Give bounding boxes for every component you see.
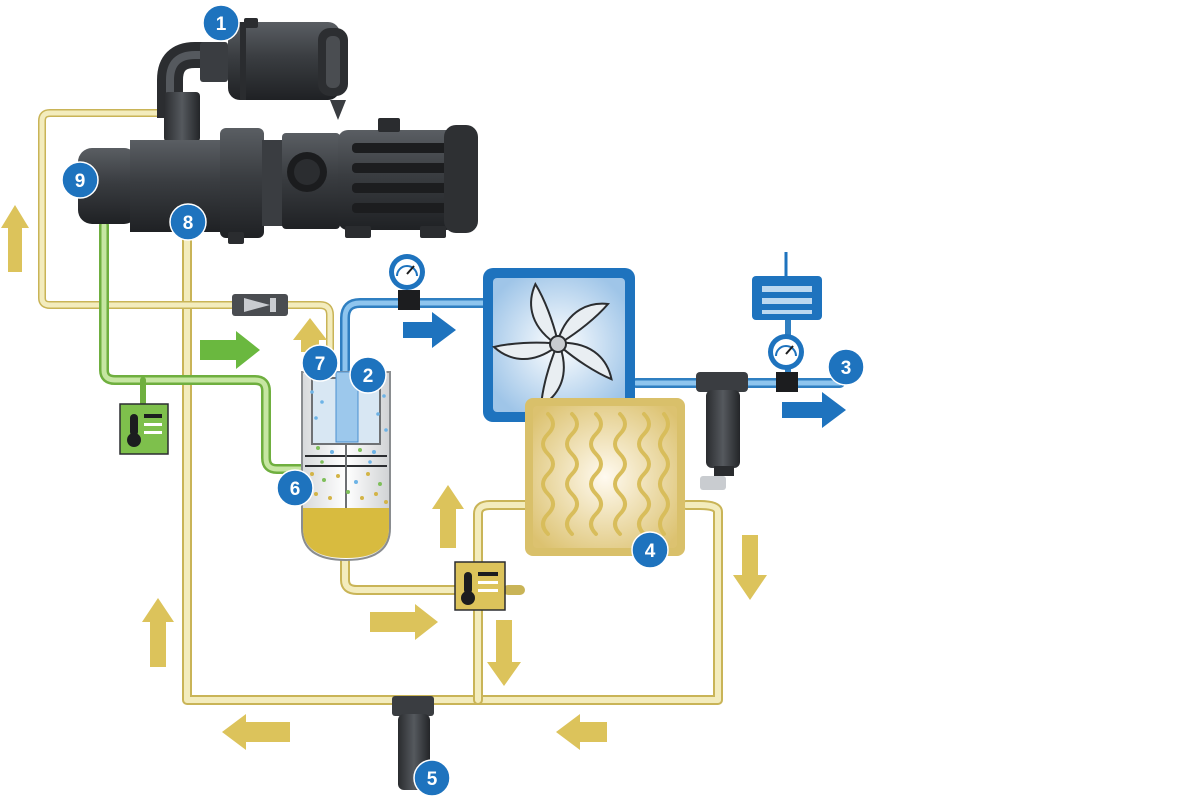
controller-unit (752, 252, 822, 320)
thermostat-oil (454, 561, 506, 611)
flow-arrow-up-lower-left (142, 598, 174, 667)
pipe-network (38, 109, 845, 705)
svg-text:8: 8 (183, 213, 194, 234)
badge-6: 6 (276, 469, 314, 507)
svg-text:7: 7 (315, 354, 326, 375)
badge-8: 8 (169, 203, 207, 241)
badge-3: 3 (827, 348, 865, 386)
svg-text:6: 6 (290, 479, 301, 500)
flow-arrow-up-thermostat (432, 485, 464, 548)
compressor-element (78, 128, 340, 244)
svg-text:2: 2 (363, 366, 374, 387)
air-cooler-fan (483, 268, 635, 422)
flow-arrows (1, 205, 846, 750)
thermostat-scavenge (119, 403, 169, 455)
flow-arrow-down-right (733, 535, 767, 600)
flow-arrow-right-blue-outlet (782, 392, 846, 428)
line-filter (696, 372, 748, 490)
badge-7: 7 (301, 344, 339, 382)
svg-text:1: 1 (216, 14, 227, 35)
svg-text:4: 4 (645, 541, 656, 562)
flow-arrow-right-blue-top (403, 312, 456, 348)
air-intake-filter (157, 18, 348, 142)
flow-arrow-up-left (1, 205, 29, 272)
badge-9: 9 (61, 161, 99, 199)
check-valve (232, 294, 288, 316)
svg-text:3: 3 (841, 358, 852, 379)
badge-5: 5 (413, 759, 451, 797)
badge-4: 4 (631, 531, 669, 569)
flow-arrow-down-middle (487, 620, 521, 686)
flow-arrow-up-vessel (293, 318, 327, 352)
svg-text:5: 5 (427, 769, 438, 790)
oil-pipe-vessel-to-thermostat (340, 550, 463, 595)
badge-1: 1 (202, 4, 240, 42)
flow-arrow-right-green (200, 331, 260, 369)
flow-arrow-left-bottom (222, 714, 290, 750)
oil-cooler (525, 398, 685, 556)
pressure-gauge-left (389, 254, 425, 310)
pressure-gauge-right (768, 334, 804, 392)
svg-text:9: 9 (75, 171, 86, 192)
oil-droplets (310, 390, 388, 504)
drive-motor (338, 118, 478, 238)
component-badges: 1 2 3 4 5 6 7 8 (61, 4, 865, 797)
flow-arrow-left-bottom-right (556, 714, 607, 750)
separator-vessel (301, 371, 391, 562)
badge-2: 2 (349, 356, 387, 394)
flow-arrow-right-bottom (370, 604, 438, 640)
